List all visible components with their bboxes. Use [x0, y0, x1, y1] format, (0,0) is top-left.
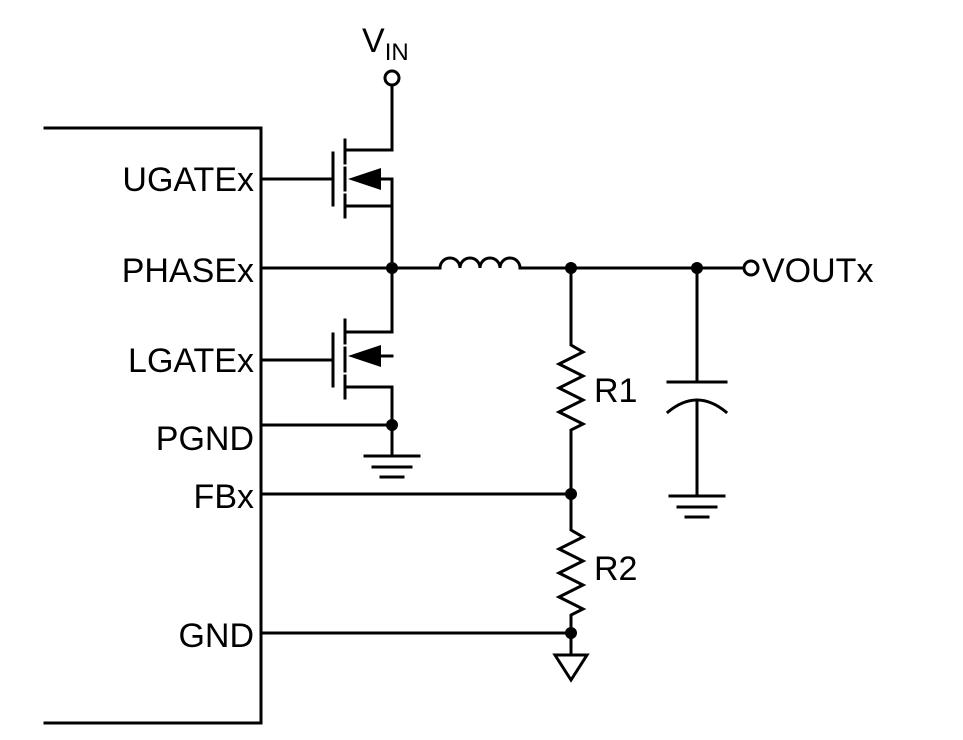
vin-label-main: V	[362, 22, 385, 60]
high-side-mosfet	[259, 138, 394, 270]
gnd-connection	[259, 627, 577, 639]
vin-label: VIN	[362, 22, 409, 66]
vout-terminal	[742, 259, 760, 277]
vout-label: VOUTx	[762, 252, 873, 290]
vin-supply: VIN	[362, 22, 409, 152]
pin-label-phase: PHASEx	[122, 252, 254, 290]
junction-pgnd	[386, 419, 398, 431]
low-side-mosfet-arrow	[348, 345, 381, 367]
pin-label-pgnd: PGND	[156, 420, 254, 458]
resistor-r2: R2	[555, 492, 637, 657]
resistor-r1: R1	[555, 266, 637, 496]
vin-label-subscript: IN	[385, 39, 409, 66]
low-side-mosfet	[259, 266, 394, 456]
junction-gnd	[565, 627, 577, 639]
pin-label-lgate: LGATEx	[128, 342, 254, 380]
signal-ground-symbol	[552, 653, 590, 683]
vin-terminal	[383, 69, 401, 87]
pin-label-ugate: UGATEx	[122, 161, 254, 199]
r1-label: R1	[594, 372, 637, 410]
output-rail: VOUTx	[518, 252, 873, 290]
output-capacitor	[665, 266, 729, 498]
junction-phase	[386, 262, 398, 274]
pin-label-fb: FBx	[194, 478, 254, 516]
pgnd-connection	[259, 419, 398, 431]
pin-label-gnd: GND	[178, 617, 254, 655]
power-ground-symbol-left	[363, 454, 421, 479]
inductor	[438, 256, 522, 270]
fb-connection	[259, 488, 577, 500]
phase-node	[259, 262, 442, 274]
power-ground-symbol-right	[668, 494, 726, 519]
r2-label: R2	[594, 550, 637, 588]
high-side-mosfet-arrow	[348, 168, 381, 190]
